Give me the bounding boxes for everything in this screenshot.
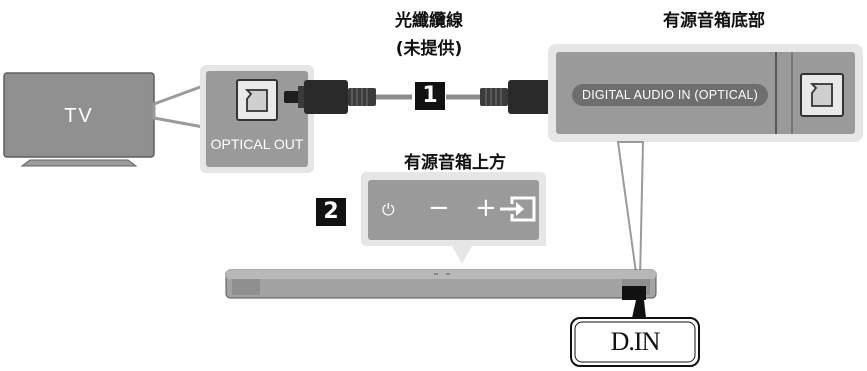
bottom-panel-pointer [616,141,645,281]
soundbar-top-title: 有源音箱上方 [404,153,506,173]
optical-port-icon [236,79,278,121]
minus-icon: − [428,193,450,223]
tv-label: TV [64,105,94,127]
digital-audio-in-label: DIGITAL AUDIO IN (OPTICAL) [581,88,759,102]
cable-title: 光纖纜線 [395,11,463,31]
plus-icon: + [475,193,497,223]
optical-port-icon [800,73,844,117]
tv-optical-panel [200,65,314,173]
step-1-badge: 1 [415,82,445,110]
soundbar-bottom-title: 有源音箱底部 [663,11,765,31]
source-input-icon [500,196,536,222]
cable-subtitle: (未提供) [395,39,463,59]
soundbar-top-panel [361,172,546,264]
soundbar-bottom-panel [548,44,863,142]
display-callout [570,300,700,367]
display-din-label: D.IN [610,327,661,356]
tv-callout [152,83,205,129]
step-2-badge: 2 [316,198,346,226]
power-icon: ⏻ [382,200,395,219]
soundbar [225,269,657,300]
optical-out-label: OPTICAL OUT [210,136,304,152]
tv [3,72,155,167]
